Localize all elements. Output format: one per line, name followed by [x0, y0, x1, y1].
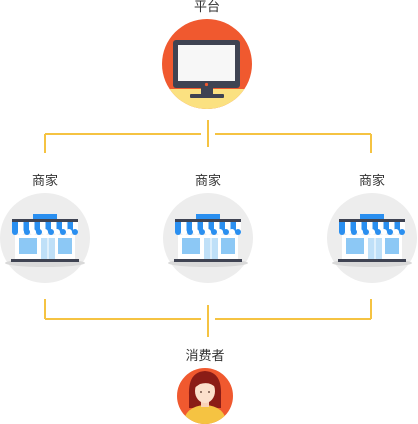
- platform-label: 平台: [193, 0, 220, 15]
- merchant-consumer-connector: [44, 299, 372, 337]
- merchant-store-icon-1: [0, 192, 91, 284]
- merchant-label-3: 商家: [358, 174, 385, 189]
- platform-merchant-connector: [44, 120, 372, 153]
- merchant-label-2: 商家: [194, 174, 221, 189]
- consumer-avatar-icon: [177, 368, 233, 424]
- merchant-store-icon-2: [162, 192, 254, 284]
- merchant-label-1: 商家: [31, 174, 58, 189]
- consumer-label: 消费者: [185, 349, 225, 364]
- platform-monitor-icon: [162, 19, 252, 109]
- merchant-store-icon-3: [326, 192, 418, 284]
